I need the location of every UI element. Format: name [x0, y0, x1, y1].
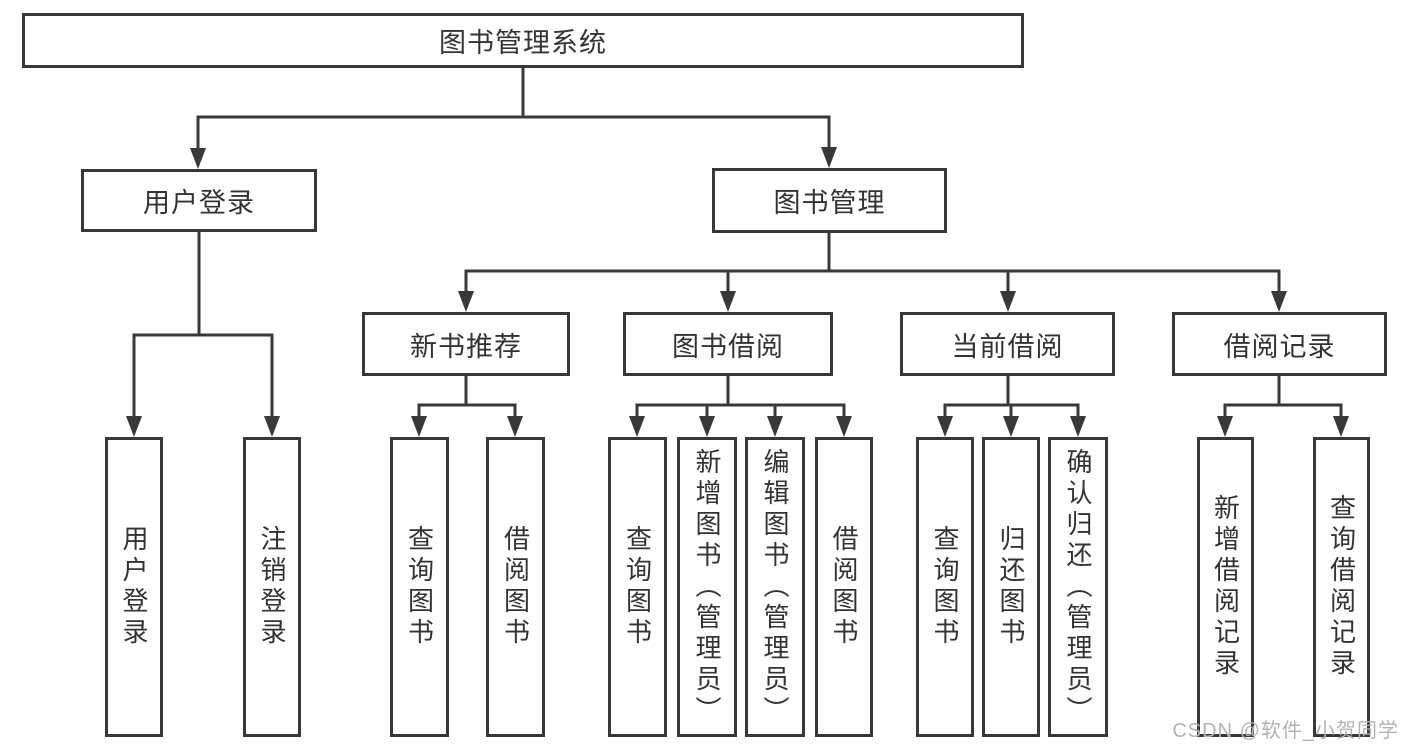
node-leaf-borrow-books-recommend: 借阅图书: [486, 437, 545, 737]
node-leaf-confirm-return-admin: 确认归还（管理员）: [1048, 437, 1108, 737]
node-leaf-query-books-borrowing: 查询图书: [608, 437, 667, 737]
node-leaf-user-login: 用户登录: [105, 437, 163, 737]
node-leaf-query-borrow-record: 查询借阅记录: [1313, 437, 1370, 737]
node-leaf-query-books-current: 查询图书: [916, 437, 974, 737]
node-user-login: 用户登录: [81, 169, 317, 232]
node-current-borrowing: 当前借阅: [900, 312, 1115, 376]
node-leaf-borrow-books-borrowing: 借阅图书: [815, 437, 873, 737]
node-leaf-add-books-admin: 新增图书（管理员）: [677, 437, 737, 737]
node-new-book-recommendation: 新书推荐: [362, 312, 570, 376]
node-leaf-return-books: 归还图书: [982, 437, 1040, 737]
node-book-management: 图书管理: [712, 168, 947, 233]
node-book-borrowing: 图书借阅: [623, 312, 833, 376]
node-leaf-add-borrow-record: 新增借阅记录: [1197, 437, 1254, 737]
watermark: CSDN @软件_小贺同学: [1172, 720, 1399, 742]
node-leaf-edit-books-admin: 编辑图书（管理员）: [745, 437, 805, 737]
node-leaf-query-books-recommend: 查询图书: [390, 437, 449, 737]
node-leaf-logout: 注销登录: [243, 437, 301, 737]
node-library-management-system: 图书管理系统: [22, 13, 1024, 68]
node-borrowing-records: 借阅记录: [1172, 312, 1387, 376]
